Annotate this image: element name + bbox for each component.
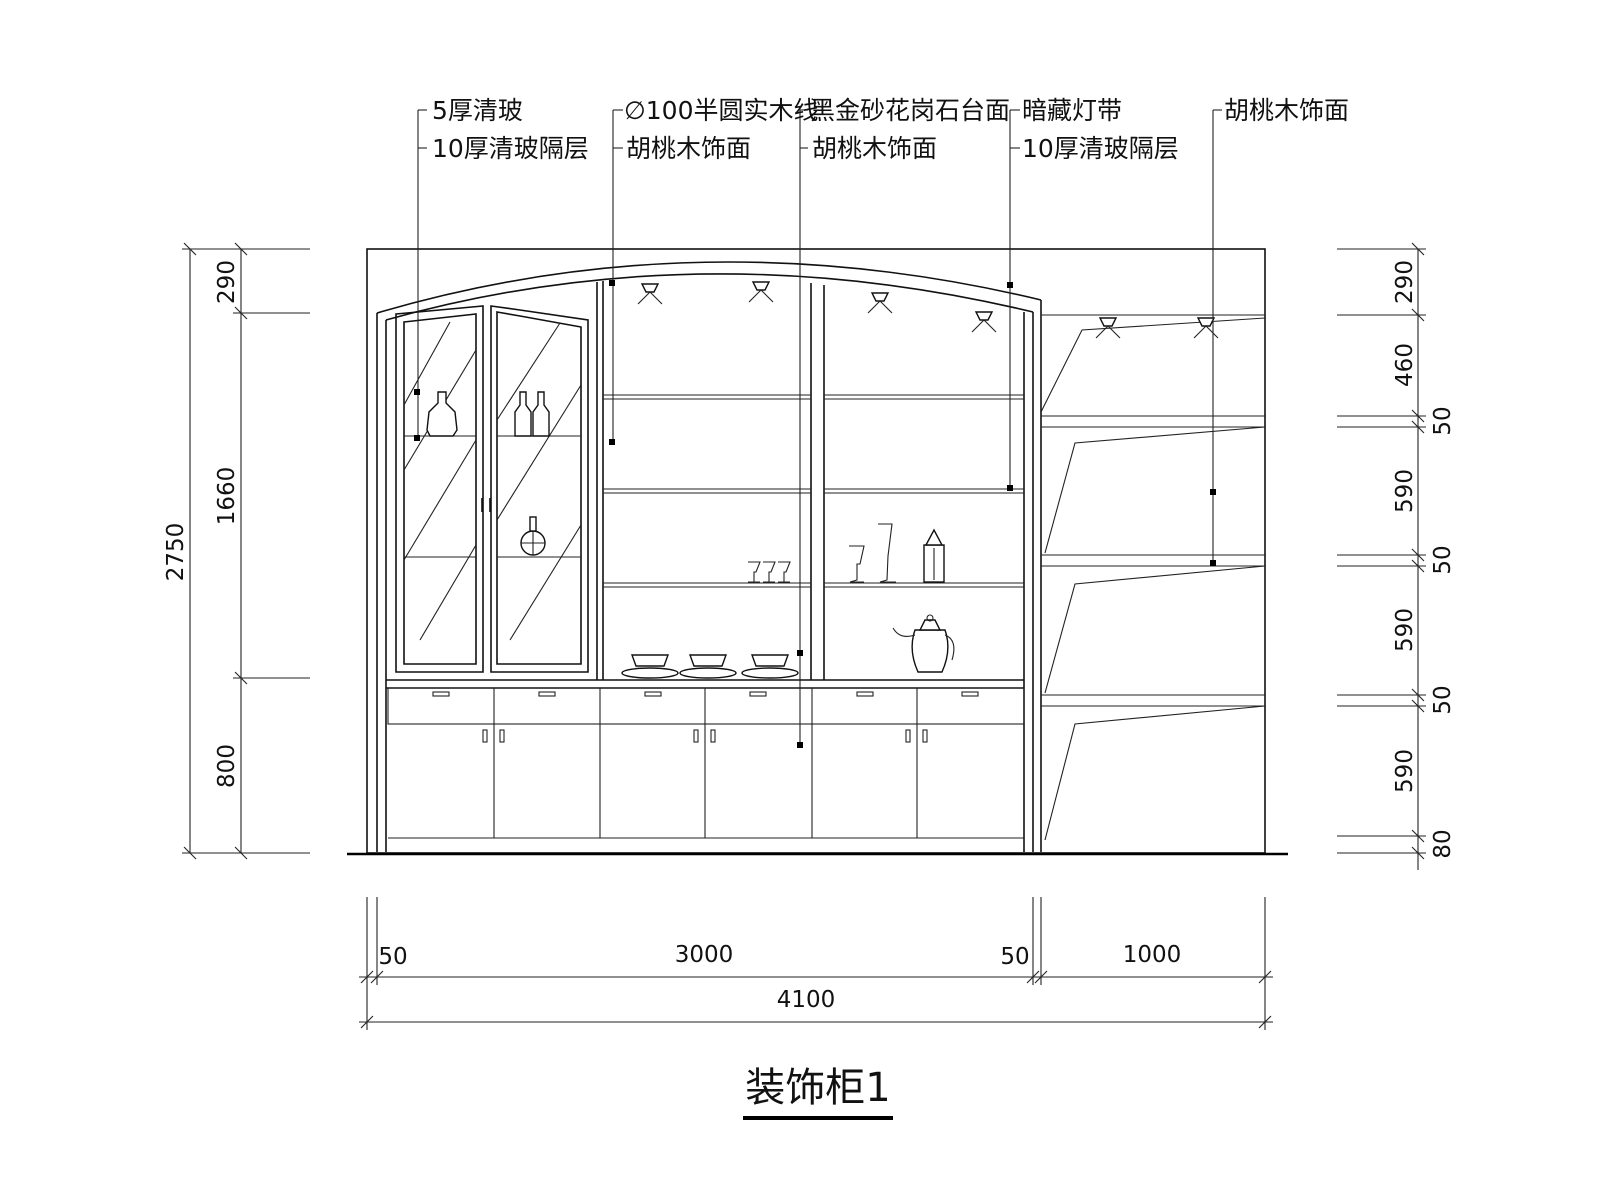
left-dimensions: 2750 290 1660 800 [163,242,310,860]
dim-right-8: 80 [1430,829,1456,858]
label-hidden-light: 暗藏灯带 [1022,96,1122,125]
dim-left-bottom: 800 [214,744,240,788]
label-glass-shelf-right: 10厚清玻隔层 [1022,134,1179,163]
dim-left-top: 290 [214,260,240,304]
glass-doors [395,305,589,673]
label-walnut-c: 胡桃木饰面 [1224,96,1349,125]
label-glass-5mm: 5厚清玻 [432,96,523,125]
dim-right-7: 590 [1392,749,1418,793]
page-title: 装饰柜1 [745,1065,890,1111]
dim-bottom-b: 3000 [675,942,734,968]
label-moulding: ∅100半圆实木线 [624,96,819,125]
dim-bottom-a: 50 [378,944,407,970]
dim-right-6: 50 [1430,685,1456,714]
right-dimensions: 290 460 50 590 50 590 50 590 80 [1337,242,1456,870]
right-shelf-unit [1040,314,1266,841]
label-walnut-b: 胡桃木饰面 [812,134,937,163]
dim-right-0: 290 [1392,260,1418,304]
dim-right-3: 590 [1392,469,1418,513]
dim-left-total: 2750 [163,523,189,582]
dim-bottom-c: 50 [1000,944,1029,970]
dim-bottom-d: 1000 [1123,942,1182,968]
annotation-labels: 5厚清玻 10厚清玻隔层 ∅100半圆实木线 胡桃木饰面 黑金砂花岗石台面 胡桃… [432,96,1349,163]
dim-bottom-total: 4100 [777,987,836,1013]
dim-right-1: 460 [1392,343,1418,387]
bottom-dimensions: 50 3000 50 1000 4100 [359,897,1273,1030]
label-walnut-a: 胡桃木饰面 [626,134,751,163]
dim-left-middle: 1660 [214,467,240,526]
label-glass-shelf-left: 10厚清玻隔层 [432,134,589,163]
dim-right-5: 590 [1392,608,1418,652]
dim-right-2: 50 [1430,406,1456,435]
dim-right-4: 50 [1430,545,1456,574]
label-granite: 黑金砂花岗石台面 [810,96,1010,125]
base-cabinets [387,687,1025,839]
cabinet-outline [347,248,1288,856]
open-shelves [603,281,1024,679]
leader-lines [414,109,1222,748]
drawing-title: 装饰柜1 [743,1065,893,1120]
